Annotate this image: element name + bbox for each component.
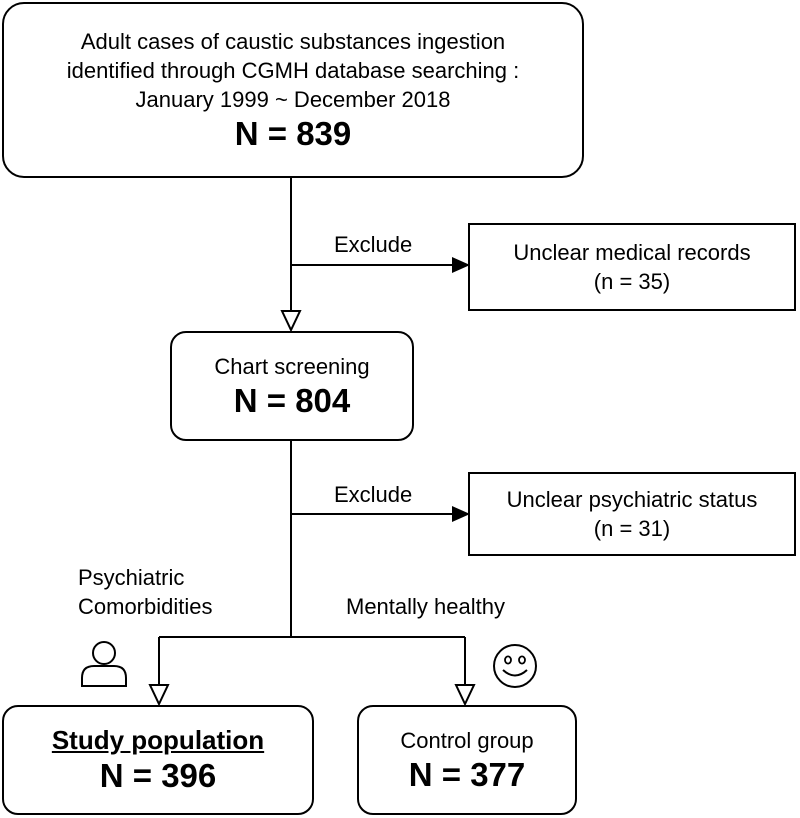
branch-label-psychiatric-line-2: Comorbidities [78,594,213,619]
study-population-title: Study population [51,725,265,755]
arrow-head-exclude-2 [452,506,470,522]
exclude-medical-records-box: Unclear medical records (n = 35) [468,223,796,311]
arrow-head-study [148,684,170,707]
exclude-medical-records-count: (n = 35) [593,269,671,294]
exclude-label-1: Exclude [334,232,413,257]
control-group-count: N = 377 [408,755,526,793]
branch-label-psychiatric-line-1: Psychiatric [78,565,185,590]
total-cases-line-1: Adult cases of caustic substances ingest… [80,28,506,54]
exclude-medical-records-reason: Unclear medical records [513,240,751,265]
total-cases-line-3: January 1999 ~ December 2018 [135,86,451,112]
total-cases-box: Adult cases of caustic substances ingest… [2,2,584,178]
arrow-head-control [454,684,476,707]
exclude-psychiatric-status-count: (n = 31) [593,516,671,541]
chart-screening-count: N = 804 [233,381,351,419]
control-group-title: Control group [400,727,534,753]
exclude-psychiatric-status-box: Unclear psychiatric status (n = 31) [468,472,796,556]
exclude-psychiatric-status-reason: Unclear psychiatric status [506,487,758,512]
total-cases-line-2: identified through CGMH database searchi… [66,57,520,83]
branch-label-mentally-healthy: Mentally healthy [346,594,505,619]
control-group-box: Control group N = 377 [357,705,577,815]
arrow-head-screening [280,310,302,333]
total-cases-count: N = 839 [234,114,352,152]
chart-screening-box: Chart screening N = 804 [170,331,414,441]
person-icon [81,641,127,687]
exclude-label-2: Exclude [334,482,413,507]
chart-screening-title: Chart screening [214,353,370,379]
study-population-box: Study population N = 396 [2,705,314,815]
arrow-head-exclude-1 [452,257,470,273]
smiley-face-icon [493,644,537,688]
study-population-count: N = 396 [99,757,217,794]
